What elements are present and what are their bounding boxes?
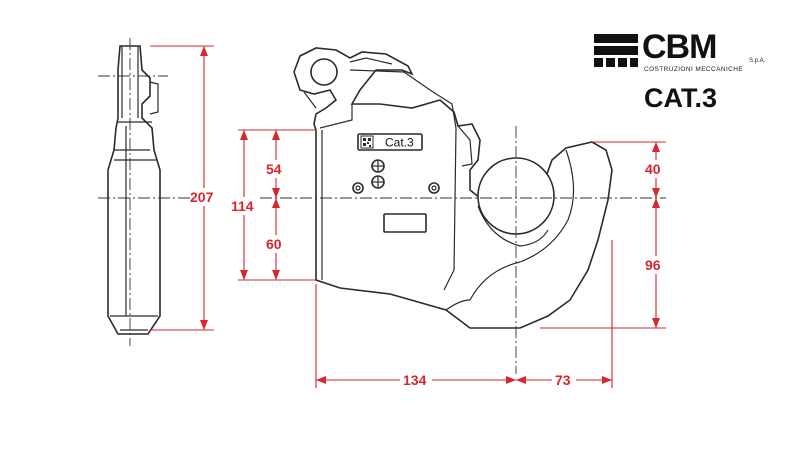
brand-tagline: COSTRUZIONI MECCANICHE	[644, 66, 744, 73]
dim-upper-offset: 54	[266, 161, 282, 177]
dim-body-length: 134	[403, 372, 427, 388]
dim-body-height: 114	[231, 198, 254, 214]
cbm-logo-icon	[594, 34, 638, 67]
brand-suffix: S.p.A.	[749, 58, 766, 64]
dim-lower-offset: 60	[266, 236, 282, 252]
dim-hook-length: 73	[555, 372, 571, 388]
dim-hook-lower: 96	[645, 257, 661, 273]
hook-body: Cat.3	[240, 47, 666, 374]
side-view	[98, 38, 216, 346]
dimensions: 207 114 54 60 40 9	[150, 45, 668, 389]
brand-logo: CBM S.p.A. COSTRUZIONI MECCANICHE CAT.3	[594, 28, 774, 114]
dim-hook-upper: 40	[645, 161, 661, 177]
plate-label: Cat.3	[385, 136, 414, 150]
dim-overall-height: 207	[190, 189, 214, 205]
category-title: CAT.3	[644, 83, 718, 113]
brand-name: CBM	[642, 28, 717, 66]
